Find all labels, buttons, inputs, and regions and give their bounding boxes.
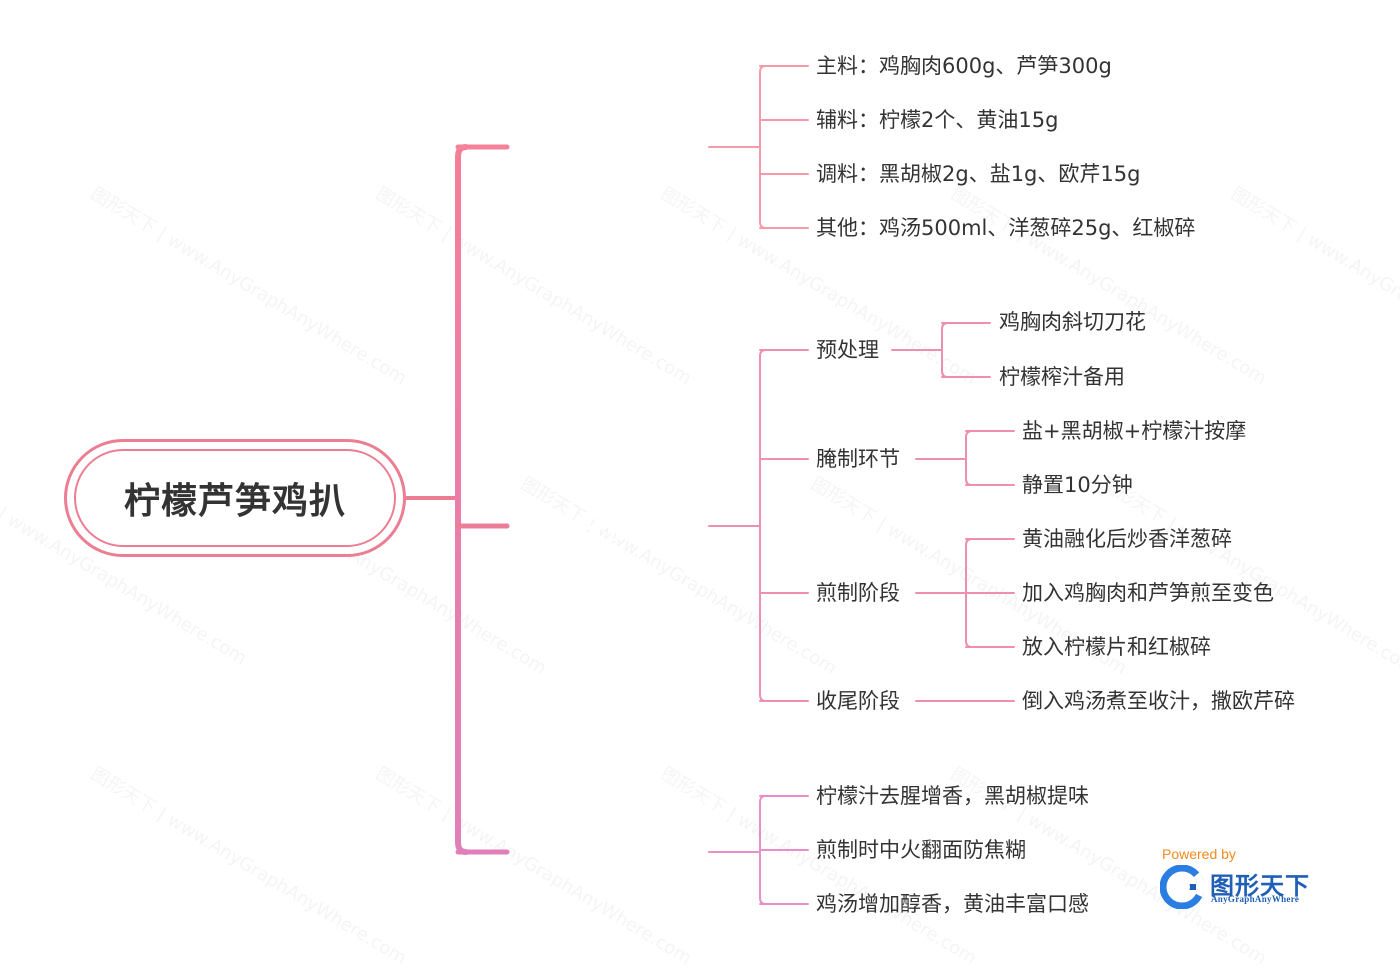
root-title: 柠檬芦笋鸡扒 <box>123 481 346 522</box>
leaf-item[interactable]: 盐+黑胡椒+柠檬汁按摩 <box>1022 419 1247 443</box>
leaf-item[interactable]: 鸡胸肉斜切刀花 <box>999 310 1146 334</box>
leaf-item[interactable]: 鸡汤增加醇香，黄油丰富口感 <box>816 892 1089 916</box>
leaf-item[interactable]: 调料：黑胡椒2g、盐1g、欧芹15g <box>816 162 1141 186</box>
leaf-item[interactable]: 黄油融化后炒香洋葱碎 <box>1022 527 1232 551</box>
sub-branch-preprocess[interactable]: 预处理 <box>816 338 879 362</box>
steps-bracket-spine <box>759 349 767 702</box>
leaf-item[interactable]: 柠檬榨汁备用 <box>999 365 1125 389</box>
leaf-item[interactable]: 加入鸡胸肉和芦笋煎至变色 <box>1022 581 1274 605</box>
marinate-bracket-spine <box>965 430 973 486</box>
branch-label: 菊子物语 <box>544 837 673 872</box>
leaf-item[interactable]: 辅料：柠檬2个、黄油15g <box>816 108 1059 132</box>
logo-name: 图形天下 <box>1210 872 1310 900</box>
leaf-item[interactable]: 放入柠檬片和红椒碎 <box>1022 635 1211 659</box>
ingredients-bracket-spine <box>759 65 767 229</box>
logo-subtitle: AnyGraphAnyWhere <box>1211 894 1300 904</box>
sub-branch-marinate[interactable]: 腌制环节 <box>816 447 900 471</box>
leaf-item[interactable]: 柠檬汁去腥增香，黑胡椒提味 <box>816 784 1089 808</box>
leaf-item[interactable]: 主料：鸡胸肉600g、芦笋300g <box>816 54 1112 78</box>
trunk-line <box>455 144 469 855</box>
branch-label: 食材准备 <box>544 133 673 168</box>
sub-branch-fry[interactable]: 煎制阶段 <box>816 581 900 605</box>
branch-node-steps[interactable]: 烹饪步骤 <box>507 489 710 563</box>
root-node-inner: 柠檬芦笋鸡扒 <box>74 449 396 547</box>
powered-by-logo[interactable]: Powered by 图形天下 AnyGraphAnyWhere <box>1160 846 1320 910</box>
branch-node-tips[interactable]: 菊子物语 <box>507 814 710 888</box>
leaf-item[interactable]: 倒入鸡汤煮至收汁，撒欧芹碎 <box>1022 689 1295 713</box>
powered-by-text: Powered by <box>1162 846 1236 862</box>
leaf-item[interactable]: 煎制时中火翻面防焦糊 <box>816 838 1026 862</box>
leaf-item[interactable]: 其他：鸡汤500ml、洋葱碎25g、红椒碎 <box>816 216 1196 240</box>
sub-branch-finish[interactable]: 收尾阶段 <box>816 689 900 713</box>
leaf-item[interactable]: 静置10分钟 <box>1022 473 1133 497</box>
root-node[interactable]: 柠檬芦笋鸡扒 <box>64 439 406 557</box>
g-logo-icon <box>1160 865 1204 909</box>
preprocess-bracket-spine <box>941 322 949 378</box>
branch-label: 烹饪步骤 <box>544 512 673 547</box>
branch-node-ingredients[interactable]: 食材准备 <box>507 110 710 184</box>
